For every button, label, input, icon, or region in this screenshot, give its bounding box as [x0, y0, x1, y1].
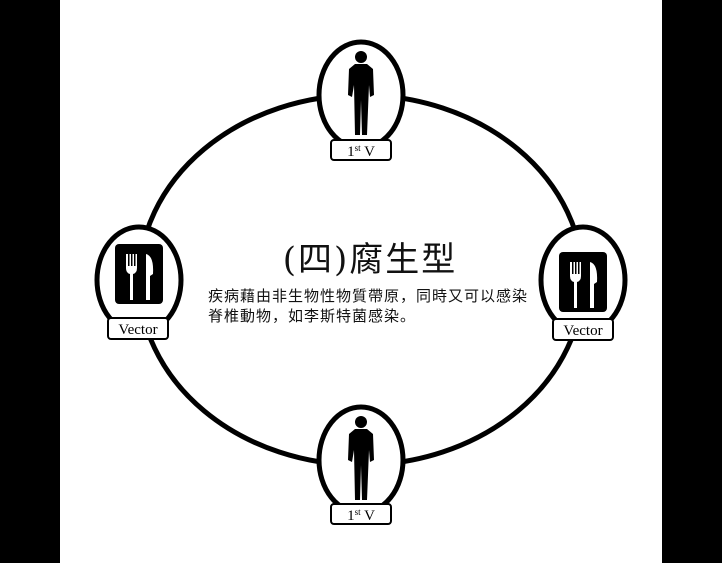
fork-knife-icon	[559, 252, 607, 312]
node-label: 1st V	[347, 507, 375, 524]
node-bottom: 1st V	[316, 404, 406, 525]
description-line: 疾病藉由非生物性物質帶原，同時又可以感染	[208, 287, 529, 305]
fork-knife-icon	[115, 244, 163, 304]
node-label: Vector	[563, 323, 602, 339]
node-label: Vector	[118, 322, 157, 338]
diagram-description: 疾病藉由非生物性物質帶原，同時又可以感染 脊椎動物，如李斯特菌感染。	[208, 286, 528, 326]
node-top: 1st V	[316, 39, 406, 161]
diagram-title: (四)腐生型	[282, 240, 458, 280]
node-label: 1st V	[347, 143, 375, 160]
description-line: 脊椎動物，如李斯特菌感染。	[208, 307, 417, 325]
node-right: Vector	[538, 224, 628, 341]
node-left: Vector	[94, 224, 184, 340]
